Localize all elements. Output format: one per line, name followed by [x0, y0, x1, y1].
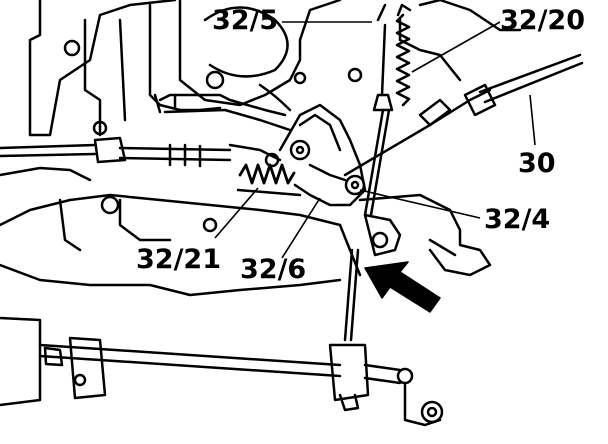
- spring-32-21: [236, 163, 302, 197]
- engine-block: [28, 0, 522, 137]
- callout-30: 30: [518, 148, 556, 179]
- callout-32-20: 32/20: [500, 5, 585, 36]
- leader-32-4: [359, 189, 481, 219]
- intake-hose: [153, 83, 292, 132]
- leader-32-6: [281, 197, 321, 259]
- throttle-cable-30: [343, 53, 584, 177]
- spring-32-20: [395, 3, 412, 107]
- lever-32-4: [278, 103, 367, 207]
- leader-32-21: [214, 187, 259, 239]
- callout-32-4: 32/4: [484, 204, 550, 235]
- callout-32-6: 32/6: [240, 254, 306, 285]
- lower-linkage: [0, 248, 444, 427]
- leader-30: [529, 94, 536, 146]
- callout-32-21: 32/21: [136, 244, 221, 275]
- throttle-rod-left: [0, 136, 282, 168]
- direction-arrow: [364, 261, 441, 313]
- callout-32-5: 32/5: [212, 5, 278, 36]
- vertical-rod: [363, 3, 394, 217]
- leader-32-20: [411, 21, 501, 73]
- bracket-right: [358, 193, 492, 277]
